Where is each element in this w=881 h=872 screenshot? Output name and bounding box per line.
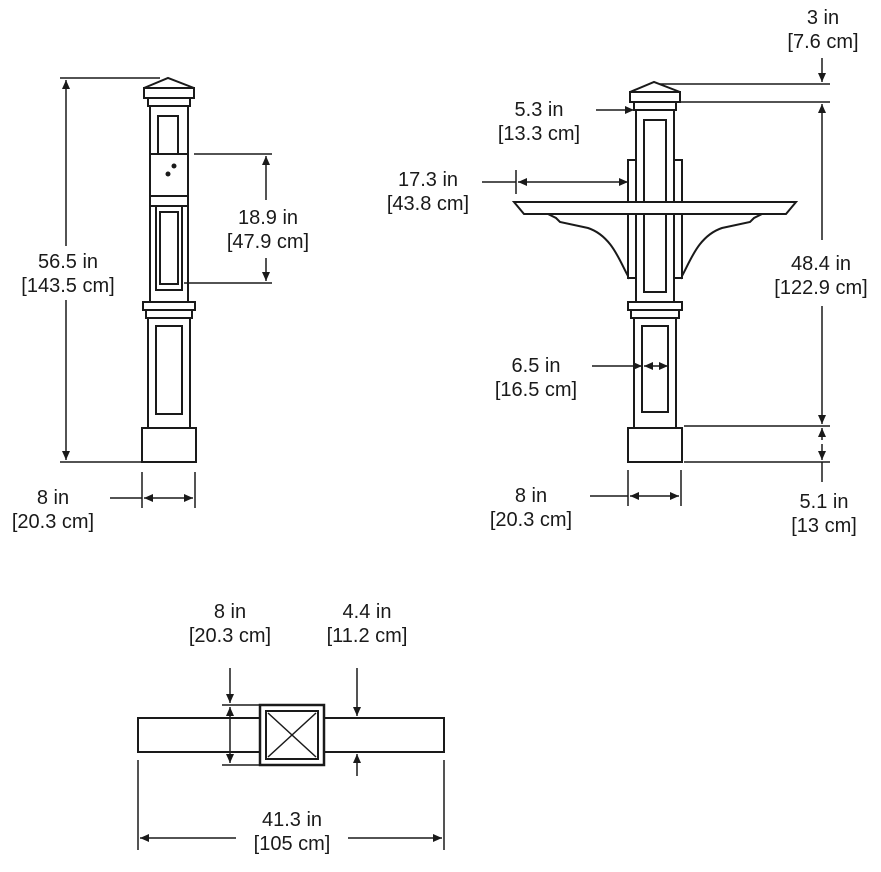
side-lower-shaft-panel bbox=[641, 325, 669, 413]
side-arm-length-label: 17.3 in [43.8 cm] bbox=[386, 169, 470, 215]
front-mailbox-door bbox=[149, 195, 189, 207]
front-collar-lower bbox=[145, 309, 193, 319]
side-dim-shaft-height bbox=[684, 104, 830, 427]
front-dim-total-height bbox=[60, 77, 160, 463]
front-lower-panel-inner bbox=[159, 211, 179, 285]
front-view-post bbox=[141, 76, 197, 463]
front-mailbox-height-label: 18.9 in [47.9 cm] bbox=[226, 207, 310, 253]
side-cap-height-label: 3 in [7.6 cm] bbox=[787, 7, 859, 53]
front-dim-mailbox-height bbox=[184, 153, 272, 284]
top-cap-diagonal bbox=[267, 712, 317, 758]
top-arm-depth-label: 4.4 in [11.2 cm] bbox=[326, 601, 408, 647]
side-shaft-height-label: 48.4 in [122.9 cm] bbox=[774, 253, 868, 299]
front-cap-collar bbox=[147, 97, 191, 107]
front-total-height-label: 56.5 in [143.5 cm] bbox=[21, 251, 115, 297]
side-base bbox=[627, 427, 683, 463]
side-collar-lower bbox=[630, 309, 680, 319]
side-corbel-left bbox=[547, 213, 629, 280]
top-dim-post-width bbox=[222, 668, 260, 766]
front-dim-base-width bbox=[110, 472, 196, 508]
side-view-post bbox=[511, 80, 799, 463]
front-cap bbox=[143, 87, 195, 99]
side-dim-base-height bbox=[684, 428, 830, 482]
side-base-width-label: 8 in [20.3 cm] bbox=[489, 485, 573, 531]
side-cap bbox=[629, 91, 681, 103]
side-corbel-right bbox=[681, 213, 763, 280]
side-bracket-right bbox=[673, 159, 683, 279]
front-mailbox-dot bbox=[165, 171, 171, 177]
side-bracket-left bbox=[627, 159, 637, 279]
front-base-width-label: 8 in [20.3 cm] bbox=[11, 487, 95, 533]
side-base-height-label: 5.1 in [13 cm] bbox=[791, 491, 857, 537]
side-post-width-label: 5.3 in [13.3 cm] bbox=[497, 99, 581, 145]
side-panel-width-label: 6.5 in [16.5 cm] bbox=[494, 355, 578, 401]
side-dim-cap-height bbox=[660, 58, 830, 103]
front-cap-top bbox=[143, 76, 195, 89]
top-total-width-label: 41.3 in [105 cm] bbox=[253, 809, 331, 855]
top-post-width-label: 8 in [20.3 cm] bbox=[188, 601, 272, 647]
front-collar bbox=[142, 301, 196, 311]
side-collar bbox=[627, 301, 683, 311]
side-cap-collar bbox=[633, 101, 677, 111]
side-dim-base-width bbox=[590, 470, 682, 506]
front-lower-shaft-panel bbox=[155, 325, 183, 415]
front-mailbox-dot bbox=[171, 163, 177, 169]
side-arm bbox=[511, 201, 799, 215]
side-dim-arm-length bbox=[482, 170, 628, 194]
top-dim-total-width bbox=[137, 760, 445, 850]
top-view bbox=[137, 703, 445, 767]
front-upper-panel bbox=[157, 115, 179, 155]
front-base bbox=[141, 427, 197, 463]
